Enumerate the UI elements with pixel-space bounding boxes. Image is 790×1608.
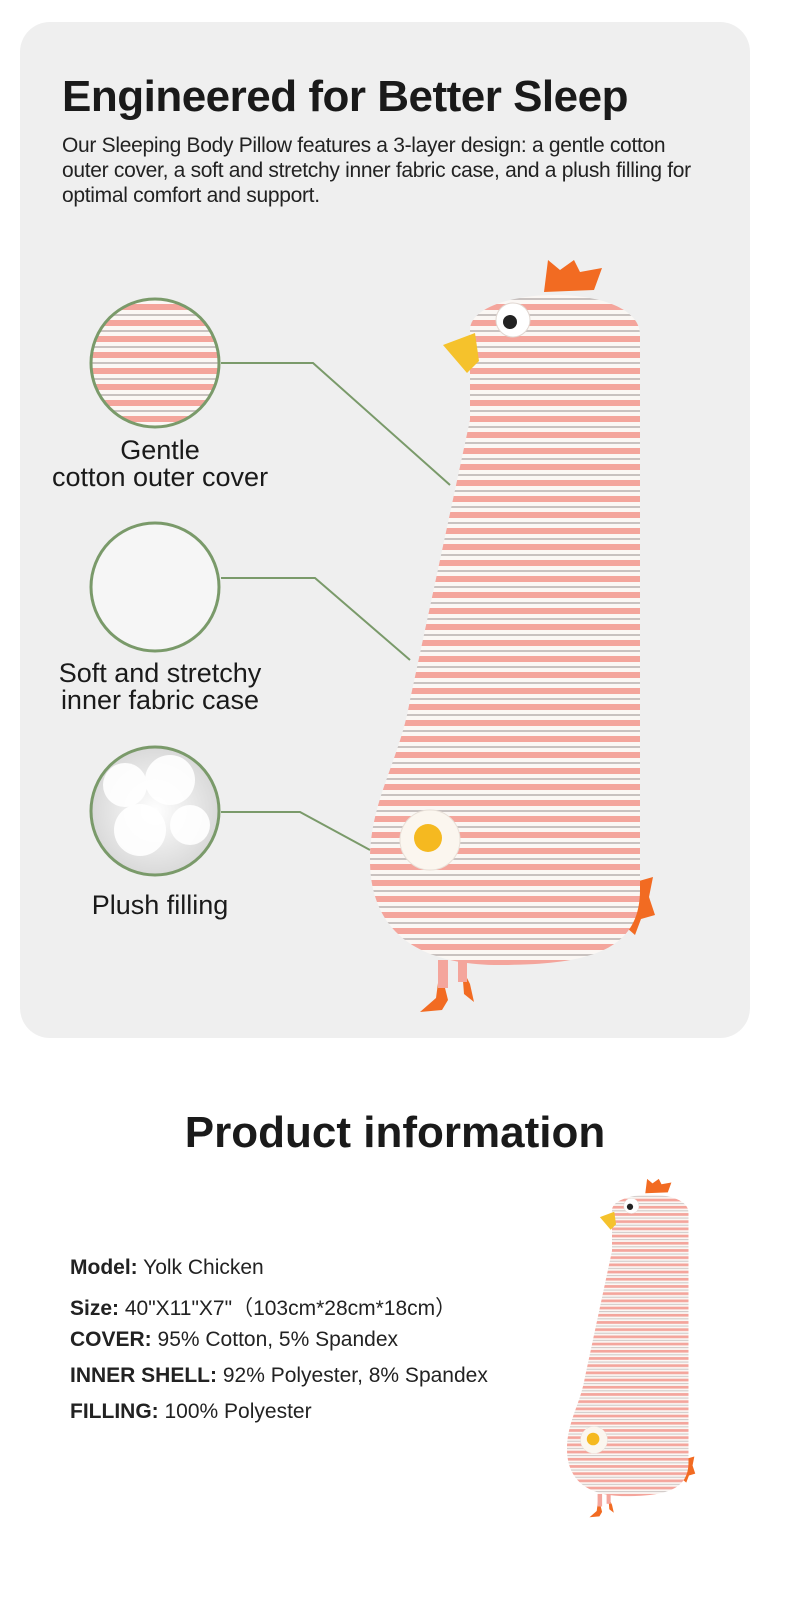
layer-label-inner: Soft and stretchy inner fabric case <box>15 660 305 714</box>
striped-fabric-swatch-icon <box>89 297 221 429</box>
spec-value: Yolk Chicken <box>137 1256 264 1279</box>
spec-label: FILLING: <box>70 1400 159 1423</box>
spec-model: Model: Yolk Chicken <box>70 1256 264 1280</box>
spec-value: 100% Polyester <box>158 1400 312 1423</box>
spec-label: Size: <box>70 1297 120 1320</box>
layer-label-line: cotton outer cover <box>51 462 269 492</box>
connector-line-outer <box>221 362 451 486</box>
cotton-filling-swatch-icon <box>89 745 221 877</box>
layer-label-filling: Plush filling <box>15 892 305 919</box>
spec-label: Model: <box>70 1256 138 1279</box>
spec-inner-shell: INNER SHELL: 92% Polyester, 8% Spandex <box>70 1364 488 1388</box>
layer-label-line: Plush filling <box>91 890 229 920</box>
spec-value: 40"X11"X7"（103cm*28cm*18cm） <box>119 1297 457 1320</box>
connector-line-inner <box>221 577 411 661</box>
product-info-title: Product information <box>184 1108 606 1157</box>
spec-label: INNER SHELL: <box>70 1364 217 1387</box>
spec-value: 92% Polyester, 8% Spandex <box>217 1364 488 1387</box>
feature-description: Our Sleeping Body Pillow features a 3-la… <box>62 134 691 207</box>
spec-filling: FILLING: 100% Polyester <box>70 1400 312 1424</box>
spec-size: Size: 40"X11"X7"（103cm*28cm*18cm） <box>70 1292 456 1322</box>
chicken-pillow-thumbnail <box>566 1178 696 1518</box>
layer-label-line: inner fabric case <box>60 685 260 715</box>
spec-cover: COVER: 95% Cotton, 5% Spandex <box>70 1328 398 1352</box>
connector-line-filling <box>221 811 371 851</box>
spec-label: COVER: <box>70 1328 152 1351</box>
layer-label-outer: Gentle cotton outer cover <box>15 437 305 491</box>
white-fabric-swatch-icon <box>89 521 221 653</box>
layer-label-line: Soft and stretchy <box>58 658 262 688</box>
layer-label-line: Gentle <box>120 435 200 465</box>
chicken-pillow-image <box>369 259 656 1013</box>
feature-title: Engineered for Better Sleep <box>62 72 628 121</box>
spec-value: 95% Cotton, 5% Spandex <box>151 1328 399 1351</box>
